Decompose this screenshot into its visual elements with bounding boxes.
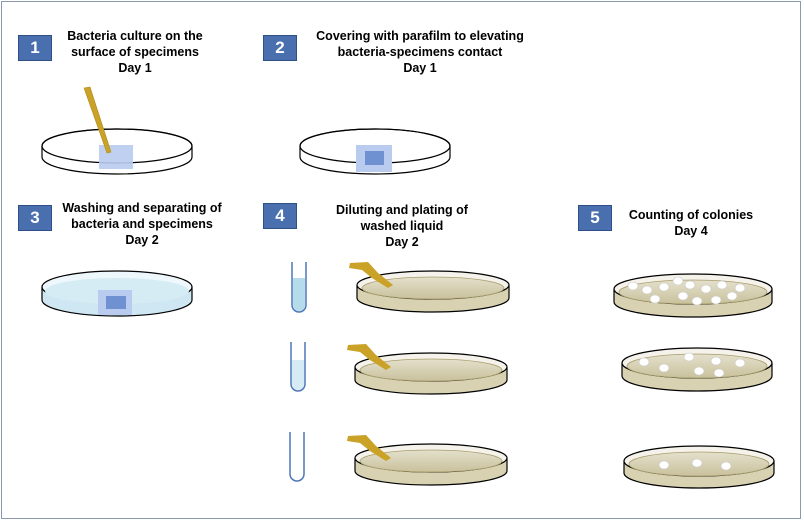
step-2-petri-dish	[299, 128, 451, 175]
step-1-inoculation-loop	[83, 86, 112, 154]
step-5-plate-1-colonies	[627, 276, 746, 306]
step-1-line-1: Bacteria culture on the	[67, 29, 203, 43]
step-4-line-3: Day 2	[385, 235, 419, 249]
step-2-line-2: bacteria-specimens contact	[337, 45, 503, 59]
step-5-plate-3	[623, 445, 775, 489]
step-2-line-1: Covering with parafilm to elevating	[316, 29, 524, 43]
step-3-line-3: Day 2	[125, 233, 159, 247]
step-4-plate-2	[347, 344, 508, 395]
step-3-petri-dish	[41, 270, 193, 317]
step-5-plate-2	[621, 347, 773, 392]
step-4-line-1: Diluting and plating of	[336, 203, 468, 217]
step-4-tube-2	[290, 342, 306, 392]
step-1-badge: 1	[18, 35, 52, 61]
step-3-badge: 3	[18, 205, 52, 231]
step-3-line-1: Washing and separating of	[62, 201, 222, 215]
step-3-line-2: bacteria and specimens	[71, 217, 213, 231]
step-1-line-2: surface of specimens	[71, 45, 199, 59]
step-5-plate-2-colonies	[638, 352, 746, 378]
step-5-caption: Counting of colonies Day 4	[626, 207, 756, 239]
step-1-line-3: Day 1	[118, 61, 152, 75]
step-1-petri-dish	[41, 86, 193, 175]
step-3-caption: Washing and separating of bacteria and s…	[58, 200, 226, 248]
step-2-caption: Covering with parafilm to elevating bact…	[305, 28, 535, 76]
step-2-badge: 2	[263, 35, 297, 61]
step-4-tube-3	[289, 432, 305, 482]
step-4-plate-1	[349, 262, 510, 313]
step-5-plate-1	[613, 273, 773, 318]
step-4-badge: 4	[263, 203, 297, 229]
step-5-line-1: Counting of colonies	[628, 208, 754, 222]
step-5-line-2: Day 4	[674, 224, 708, 238]
step-4-plate-3	[347, 435, 508, 486]
step-1-specimen	[99, 145, 133, 169]
step-4-plate-2-spreader	[347, 344, 391, 370]
step-4-line-2: washed liquid	[360, 219, 444, 233]
step-2-line-3: Day 1	[403, 61, 437, 75]
step-4-caption: Diluting and plating of washed liquid Da…	[328, 202, 476, 250]
step-4-plate-1-spreader	[349, 262, 393, 288]
step-5-badge: 5	[578, 205, 612, 231]
step-4-plate-3-spreader	[347, 435, 391, 461]
step-2-specimen	[365, 151, 384, 165]
step-5-plate-3-colonies	[658, 458, 732, 471]
step-1-caption: Bacteria culture on the surface of speci…	[60, 28, 210, 76]
step-3-specimen-inner	[106, 296, 126, 309]
step-4-tube-1	[291, 262, 307, 313]
